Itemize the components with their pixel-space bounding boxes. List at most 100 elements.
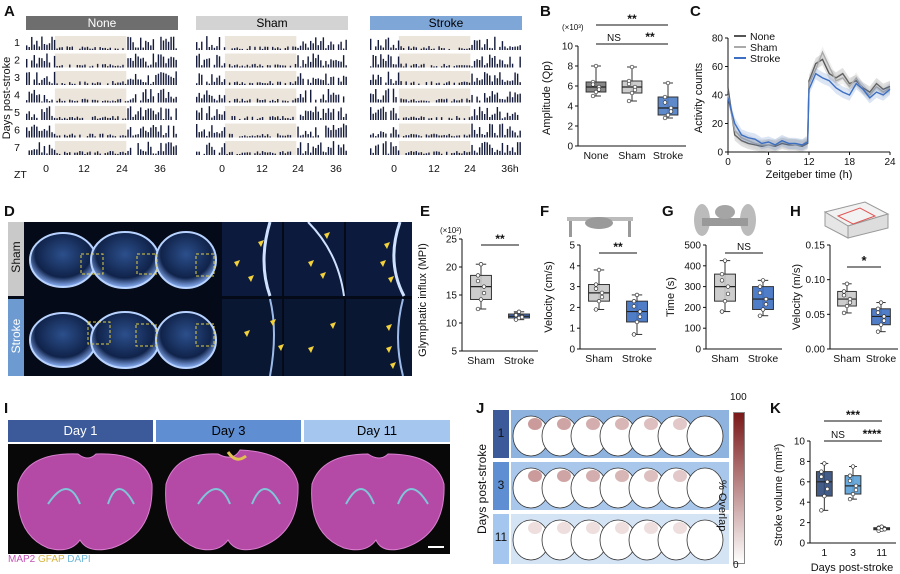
y-tick-label: 20 — [446, 263, 458, 274]
activity-bar — [501, 60, 504, 68]
data-point — [881, 314, 887, 319]
activity-bar — [213, 115, 216, 120]
activity-bar — [112, 100, 114, 103]
activity-bar — [438, 151, 440, 155]
activity-bar — [277, 133, 279, 138]
activity-bar — [486, 107, 488, 120]
data-point — [757, 313, 763, 318]
activity-bar — [395, 145, 397, 155]
activity-bar — [463, 118, 466, 120]
data-point — [878, 322, 884, 327]
activity-bar — [456, 65, 458, 68]
activity-bar — [516, 73, 519, 85]
activity-bar — [142, 92, 144, 103]
activity-bar — [402, 136, 405, 138]
activity-bar — [430, 117, 433, 120]
activity-bar — [471, 94, 473, 103]
activity-bar — [299, 135, 302, 138]
sig-label: * — [861, 253, 867, 268]
activity-bar — [167, 142, 170, 155]
overlap-heat — [557, 470, 571, 482]
activity-bar — [438, 135, 440, 138]
activity-bar — [170, 76, 172, 85]
activity-bar — [312, 43, 314, 50]
activity-bar — [428, 118, 430, 120]
activity-bar — [254, 153, 256, 155]
activity-bar — [264, 99, 266, 103]
activity-bar — [162, 40, 165, 50]
activity-bar — [51, 132, 53, 138]
activity-bar — [261, 134, 264, 138]
x-tick-label: Stroke — [504, 355, 535, 367]
activity-bar — [89, 133, 91, 138]
panel-label-k: K — [770, 400, 781, 417]
overlap-heat — [528, 522, 542, 534]
activity-bar — [211, 44, 213, 50]
activity-bar — [345, 76, 347, 85]
activity-bar — [325, 60, 327, 68]
activity-bar — [458, 47, 461, 50]
activity-bar — [501, 79, 504, 85]
activity-bar — [310, 61, 312, 68]
x-tick-label: 0 — [43, 163, 49, 175]
activity-bar — [509, 56, 511, 68]
activity-bar — [43, 129, 46, 138]
activity-bar — [294, 98, 297, 103]
activity-bar — [382, 132, 385, 138]
activity-bar — [69, 152, 71, 155]
activity-bar — [269, 152, 271, 155]
activity-bar — [71, 133, 73, 138]
activity-bar — [302, 97, 304, 103]
activity-bar — [418, 100, 420, 103]
activity-bar — [471, 123, 473, 138]
activity-bar — [152, 110, 155, 120]
activity-bar — [264, 135, 266, 138]
activity-bar — [31, 60, 33, 68]
activity-bar — [397, 134, 400, 138]
dark-phase — [54, 71, 127, 85]
activity-bar — [64, 100, 66, 103]
activity-bar — [266, 152, 269, 155]
activity-bar — [377, 144, 379, 155]
activity-bar — [203, 94, 205, 103]
activity-bar — [172, 57, 175, 68]
data-point — [722, 258, 728, 263]
box-0 — [815, 471, 833, 497]
activity-bar — [104, 47, 106, 50]
activity-bar — [107, 83, 109, 85]
activity-bar — [162, 118, 165, 120]
activity-bar — [256, 151, 259, 155]
activity-bar — [51, 83, 53, 85]
activity-bar — [315, 78, 317, 85]
activity-bar — [79, 65, 81, 68]
dark-phase — [224, 53, 297, 68]
activity-bar — [345, 39, 347, 50]
activity-bar — [443, 48, 445, 50]
activity-bar — [440, 98, 443, 103]
activity-bar — [266, 65, 269, 68]
activity-bar — [223, 111, 226, 120]
activity-bar — [413, 46, 415, 50]
activity-bar — [284, 118, 287, 120]
activity-bar — [400, 63, 402, 68]
activity-bar — [58, 117, 61, 120]
dark-phase — [398, 123, 471, 138]
activity-bar — [259, 153, 261, 155]
activity-bar — [461, 48, 463, 50]
activity-bar — [491, 57, 493, 68]
sig-right: ** — [645, 30, 655, 44]
activity-bar — [91, 48, 94, 50]
activity-bar — [201, 74, 203, 85]
activity-bar — [94, 99, 96, 103]
activity-bar — [86, 46, 89, 50]
activity-bar — [157, 73, 160, 85]
data-point — [841, 289, 847, 294]
activity-bar — [302, 78, 304, 85]
x-tick-label: 12 — [256, 163, 268, 175]
panel-label-c: C — [690, 3, 701, 20]
activity-bar — [213, 132, 216, 138]
activity-bar — [157, 150, 160, 155]
